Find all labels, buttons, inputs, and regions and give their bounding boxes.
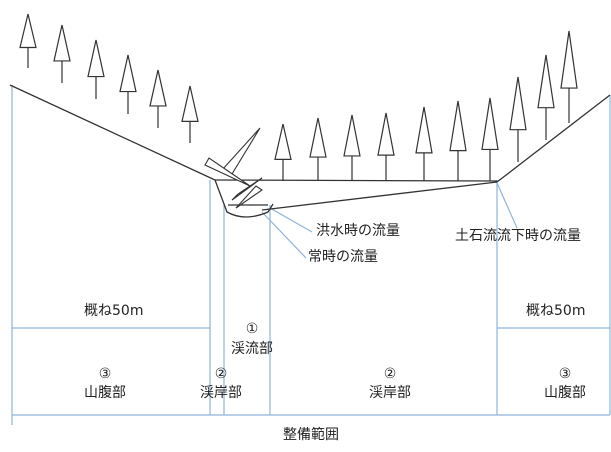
leader-debris: [496, 182, 518, 229]
conifer-tree-icon: [274, 123, 292, 160]
ground-profile: [9, 84, 611, 218]
right-slope: [496, 94, 611, 183]
conifer-tree-icon: [119, 54, 137, 93]
conifer-tree-icon: [537, 54, 555, 109]
conifer-tree-icon: [53, 24, 71, 62]
stream-channel: [214, 179, 274, 218]
left-slope: [9, 84, 216, 181]
debris-flow-label: 土石流流下時の流量: [455, 228, 581, 244]
conifer-tree-icon: [481, 97, 499, 151]
zone-guide-lines: [11, 85, 611, 425]
conifer-tree-icon: [149, 69, 167, 107]
conifer-tree-icon: [560, 30, 578, 89]
approx-50m-right-label: 概ね50m: [526, 303, 586, 319]
conifer-tree-icon: [377, 112, 395, 156]
zone3-left-name: 山腹部: [84, 385, 126, 401]
maintenance-range-label: 整備範囲: [283, 427, 339, 443]
zone2-left-name: 渓岸部: [200, 385, 242, 401]
approx-50m-left-label: 概ね50m: [84, 303, 144, 319]
conifer-tree-icon: [415, 106, 433, 154]
conifer-tree-icon: [449, 100, 467, 152]
zone1-name: 渓流部: [231, 341, 273, 357]
conifer-tree-icon: [87, 39, 105, 78]
zone2-right-number: ②: [383, 366, 397, 382]
flood-flow-level: [261, 181, 498, 211]
zone2-left-number: ②: [214, 366, 228, 382]
debris-flow-level: [214, 179, 498, 182]
zone2-right-name: 渓岸部: [369, 385, 411, 401]
leader-normal: [261, 211, 307, 259]
zone3-left-number: ③: [98, 366, 112, 382]
leader-flood: [269, 207, 313, 233]
zone1-number: ①: [245, 321, 259, 337]
zone3-right-name: 山腹部: [544, 385, 586, 401]
conifer-tree-icon: [19, 13, 37, 49]
normal-flow-label: 常時の流量: [308, 249, 378, 265]
fallen-tree-icon: [204, 127, 263, 209]
conifer-trees: [19, 13, 578, 181]
conifer-tree-icon: [309, 117, 327, 158]
zone3-right-number: ③: [558, 366, 572, 382]
conifer-tree-icon: [509, 76, 527, 131]
flood-flow-label: 洪水時の流量: [316, 223, 400, 239]
conifer-tree-icon: [181, 85, 199, 122]
conifer-tree-icon: [343, 114, 361, 157]
